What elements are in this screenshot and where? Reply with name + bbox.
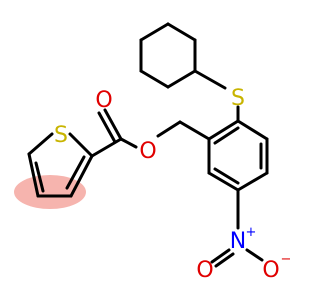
thiophene-ring [27,132,94,198]
thiophene-highlight [14,175,86,209]
nitro-nitrogen-label: N [230,229,246,254]
nitro-oxygen-charge: − [281,252,292,267]
nitro-group [210,188,264,268]
thiophene-sulfur-label: S [54,123,68,148]
methylene-linker [156,120,211,141]
ester-oxygen-label: O [139,139,156,164]
benzene-ring [207,119,269,192]
nitro-oxygen-single-label: O [262,258,279,283]
nitro-oxygen-double-label: O [196,258,213,283]
cyclohexyl-s-bond [193,69,227,90]
carbonyl-oxygen-label: O [95,88,112,113]
nitro-nitrogen-charge: + [246,225,257,240]
cyclohexane-ring [139,22,197,89]
thioether-sulfur-label: S [231,86,245,111]
molecule-structure: S S O O N + O O − [14,22,292,283]
ester-group [90,108,138,158]
